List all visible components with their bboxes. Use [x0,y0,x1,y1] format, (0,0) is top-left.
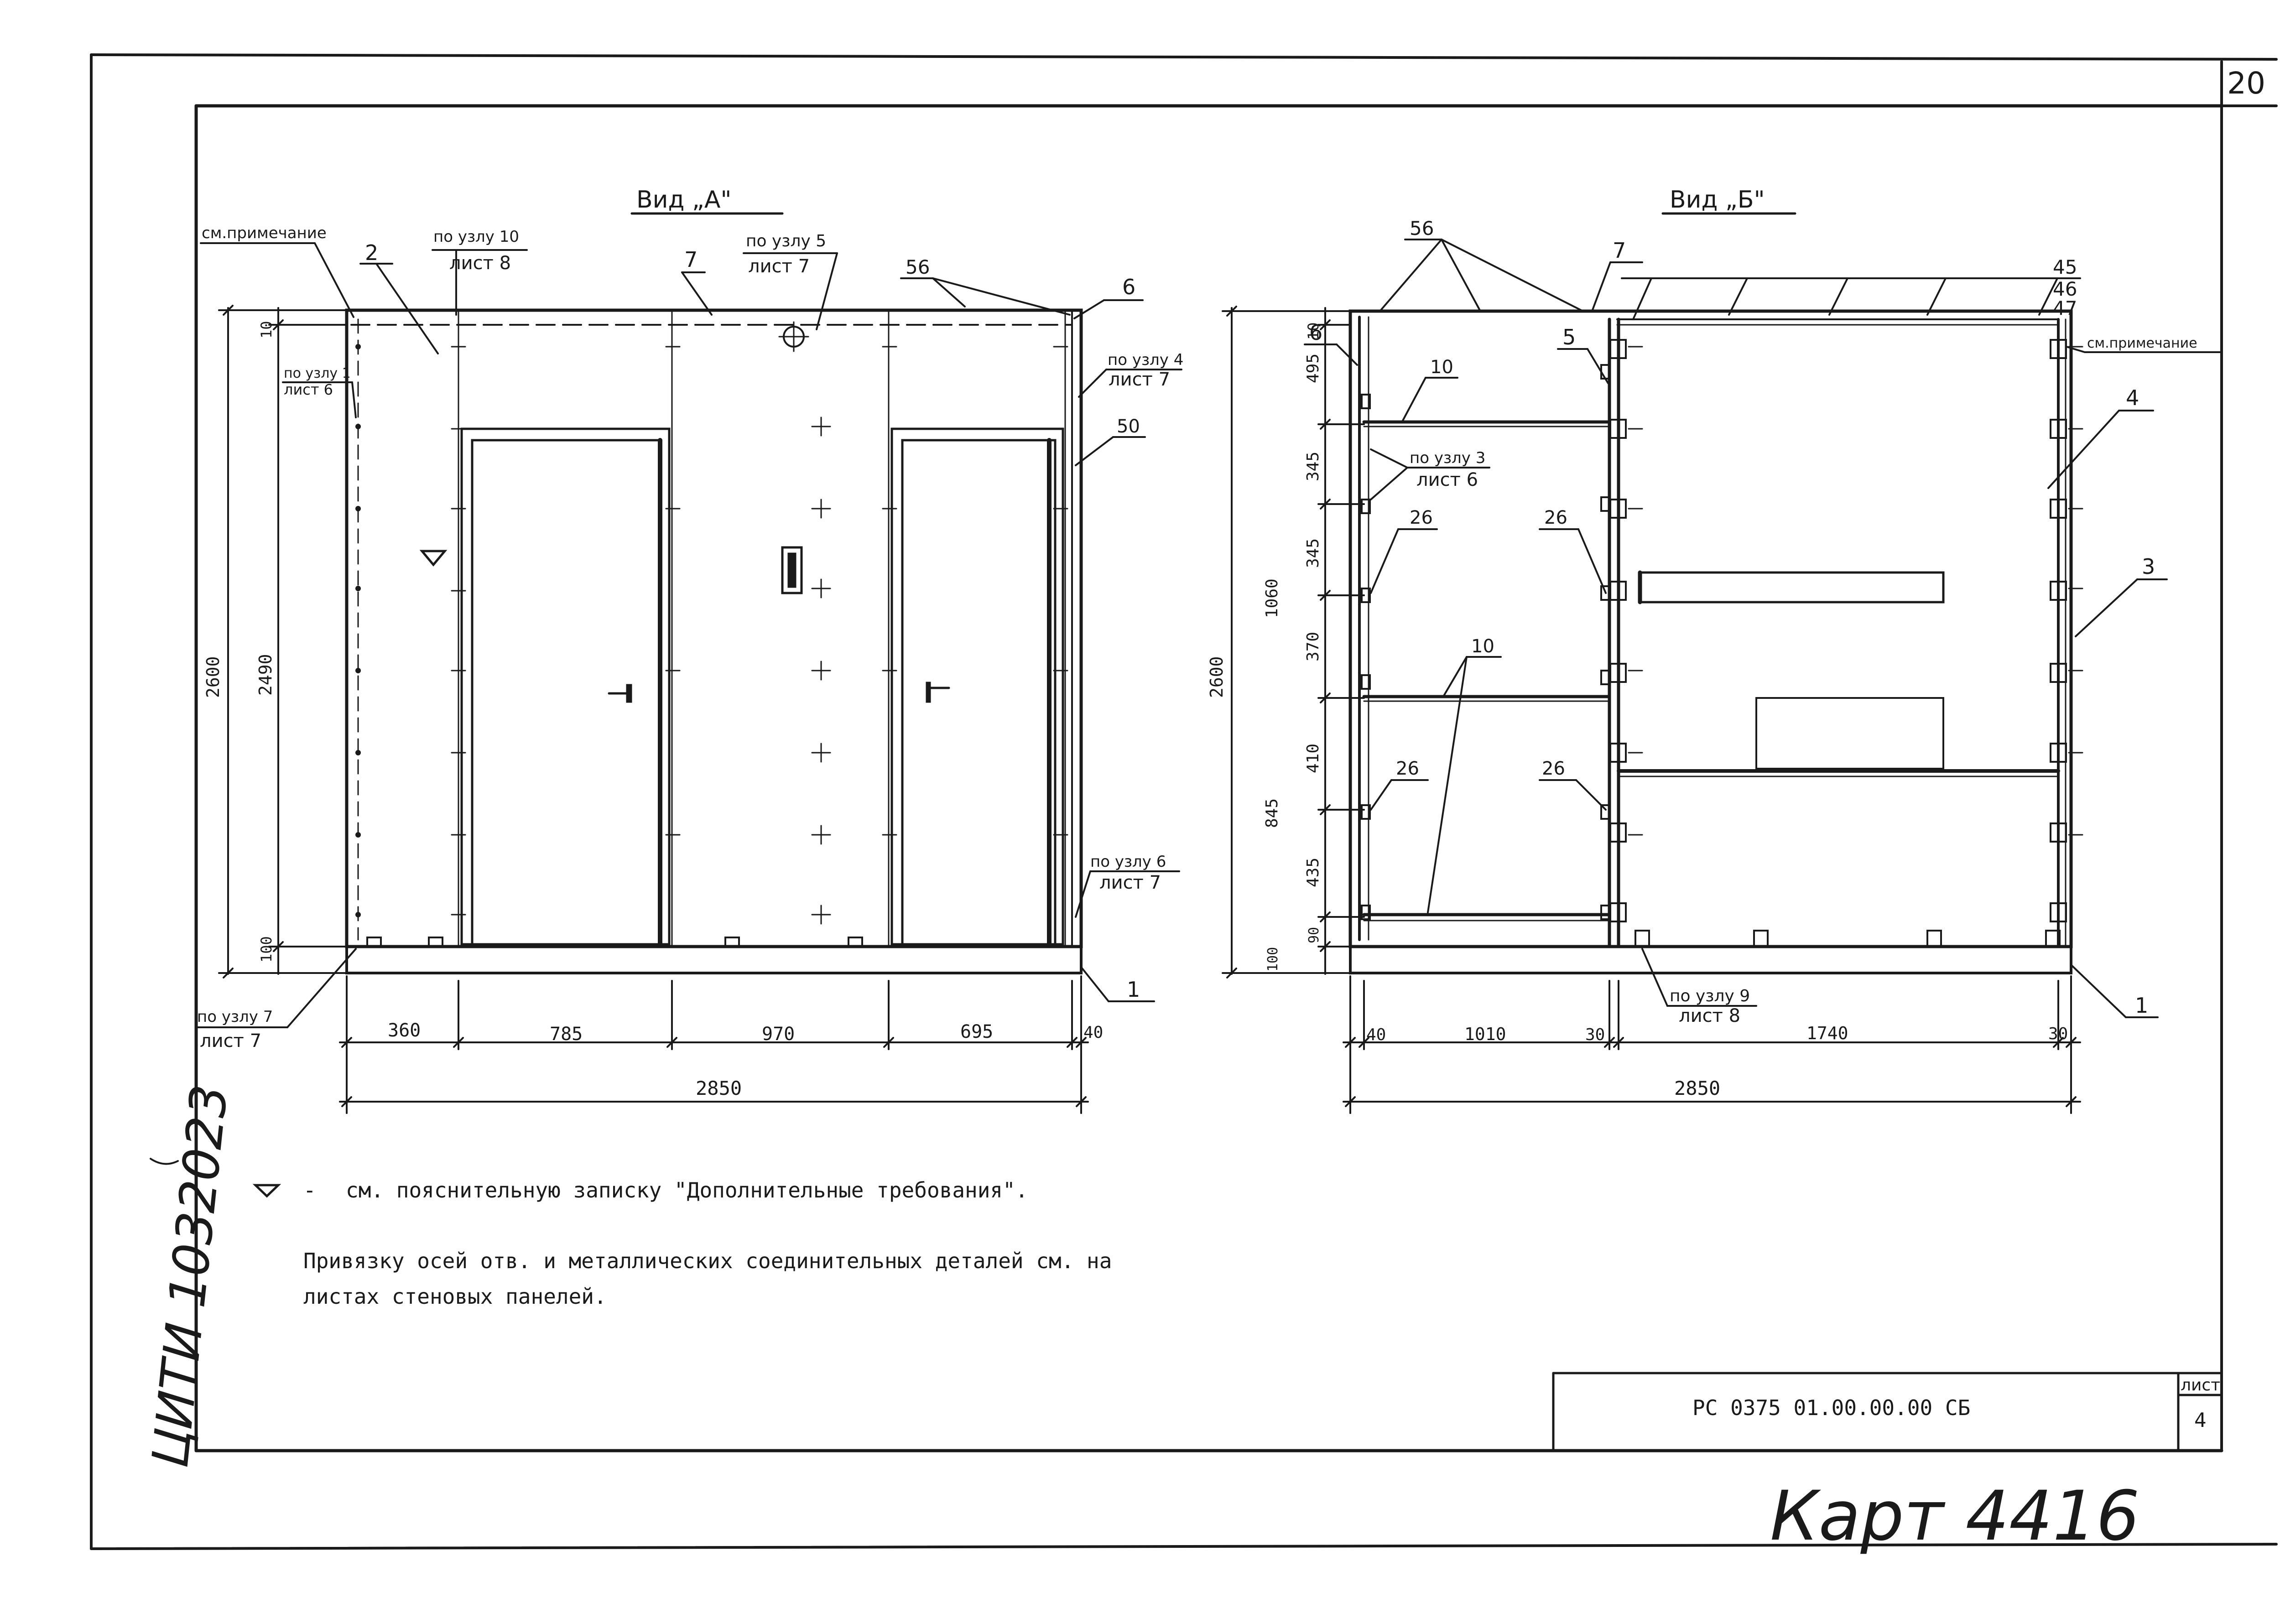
view-a-pos-7: 7 [684,247,698,272]
view-a-pos-6: 6 [1122,275,1135,299]
note2-line1: Привязку осей отв. и металлических соеди… [303,1249,1112,1273]
view-b-pos-26b: 26 [1544,507,1567,528]
view-a-node5-bottom: лист 7 [748,256,810,277]
view-b-pos-46: 46 [2053,278,2077,300]
view-b-see-note: см.примечание [2087,335,2197,351]
view-a-node7-top: по узлу 7 [197,1008,273,1026]
view-b-dim-1060: 1060 [1263,578,1281,618]
view-b-dim-2600: 2600 [1207,656,1227,698]
view-b-pos-26d: 26 [1542,758,1565,779]
view-a-pos-2: 2 [365,240,378,265]
view-a-dim-h-1: 360 [388,1020,421,1041]
view-b-drawing [1222,212,2223,1114]
view-a-node6-bottom: лист 7 [1099,872,1161,893]
view-a-see-note: см.примечание [202,224,327,242]
view-b-dim-345b: 345 [1304,538,1322,568]
view-b-node3-bottom: лист 6 [1416,469,1478,490]
view-b-dim-100: 100 [1265,947,1281,972]
view-b-dim-345a: 345 [1304,452,1322,481]
note-triangle-icon [252,1184,281,1198]
view-b-pos-45: 45 [2053,256,2077,278]
view-b-dim-10: 10 [1305,322,1322,340]
view-b-dim-410: 410 [1304,744,1322,773]
view-b-pos-10b: 10 [1471,636,1494,657]
view-b-pos-6: 6 [1309,320,1322,345]
sheet-label: лист [2181,1376,2220,1395]
view-a-dim-h-3: 970 [762,1024,795,1045]
view-b-dim-h-4: 1740 [1806,1023,1848,1043]
view-a-node7-bottom: лист 7 [200,1031,261,1051]
view-b-dim-845: 845 [1263,798,1281,828]
view-a-node5-top: по узлу 5 [746,232,826,250]
view-b-pos-1: 1 [2135,993,2148,1018]
view-a-node4-top: по узлу 4 [1108,351,1183,369]
sheet-number: 20 [2227,66,2265,101]
view-b-pos-7: 7 [1613,238,1626,263]
view-b-pos-47: 47 [2053,297,2077,319]
view-b-dim-h-1: 40 [1366,1025,1386,1044]
view-a-node4-bottom: лист 7 [1109,369,1170,390]
view-b-pos-3: 3 [2142,554,2155,579]
note1-dash: - [303,1178,316,1202]
view-a-dim-h-4: 695 [960,1021,993,1042]
view-a-dim-2490: 2490 [255,654,276,696]
view-b-dim-h-3: 30 [1585,1025,1605,1044]
view-a-dim-h-5: 40 [1083,1023,1103,1042]
view-b-dim-h-5: 30 [2048,1025,2068,1043]
side-stamp: ЦИТИ 1032023 [141,1082,239,1470]
view-b-pos-56: 56 [1410,217,1434,239]
view-a-node6-top: по узлу 6 [1090,853,1166,871]
title-block [1552,1372,2223,1452]
view-a-node10-bottom: лист 8 [449,253,511,274]
view-a-dim-100: 100 [258,936,275,963]
note1-text: см. пояснительную записку "Дополнительны… [346,1178,1028,1202]
view-a-node1-top: по узлу 1 [284,365,351,381]
sheet-frame [90,53,2278,1550]
view-a-node1-bottom: лист 6 [284,381,333,398]
view-a-pos-1: 1 [1127,977,1140,1002]
view-b-pos-4: 4 [2126,385,2139,410]
side-stamp-underline [150,1158,179,1165]
view-b-pos-5: 5 [1562,325,1576,349]
sheet-no: 4 [2194,1409,2207,1432]
view-a-dim-h-2: 785 [550,1024,583,1045]
view-a-node10-top: по узлу 10 [433,228,519,246]
drawing-code: РС 0375 01.00.00.00 СБ [1692,1395,1970,1420]
view-b-dim-495: 495 [1304,354,1322,383]
view-a-title: Вид „А" [636,186,731,213]
view-b-total: 2850 [1674,1077,1720,1099]
view-b-pos-26c: 26 [1396,758,1419,779]
view-b-node9-bottom: лист 8 [1679,1005,1740,1026]
view-b-node3-top: по узлу 3 [1410,449,1485,467]
view-a-pos-56: 56 [906,256,930,278]
view-b-node9-top: по узлу 9 [1670,987,1750,1005]
note2-line2: листах стеновых панелей. [303,1284,607,1309]
view-b-dim-90: 90 [1306,927,1322,943]
view-b-title: Вид „Б" [1670,186,1765,213]
view-a-drawing [195,212,1182,1114]
view-b-dim-370: 370 [1304,632,1322,661]
view-b-pos-26a: 26 [1410,507,1433,528]
view-a-dim-2600: 2600 [203,656,223,698]
view-b-dim-h-2: 1010 [1464,1024,1506,1044]
bottom-signature: Карт 4416 [1770,1477,2139,1556]
view-b-dim-435: 435 [1304,858,1322,887]
view-b-pos-10a: 10 [1430,357,1453,378]
view-a-dim-10: 10 [258,321,275,338]
view-a-total: 2850 [696,1077,742,1099]
view-a-pos-50: 50 [1117,416,1140,437]
